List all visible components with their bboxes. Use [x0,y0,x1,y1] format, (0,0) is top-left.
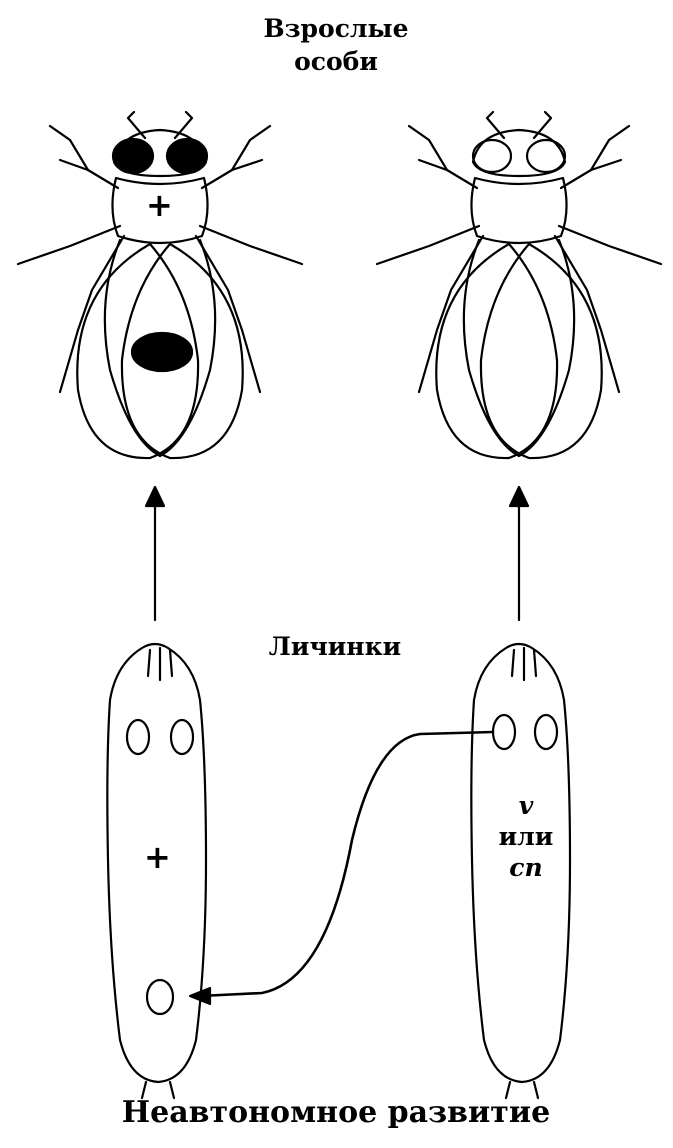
mutant-genotype-label: v или cn [486,790,566,883]
adults-label: Взрослые особи [236,12,436,78]
wild-type-fly-mark: + [146,186,173,224]
adults-label-line2: особи [236,45,436,78]
imaginal-disc-icon [535,715,557,749]
diagram-caption: Неавтономное развитие [86,1095,586,1130]
transplant-arrow-icon [190,732,493,1004]
wild-type-larva-mark: + [144,838,171,876]
arrow-up-left-icon [146,487,164,620]
mutant-fly [377,112,661,458]
adults-label-line1: Взрослые [236,12,436,45]
dark-eye-left-icon [113,139,153,173]
light-eye-left-icon [473,140,511,172]
transplanted-disc-icon [147,980,173,1014]
wild-type-fly [18,112,302,458]
larvae-label: Личинки [250,632,420,661]
imaginal-disc-icon [493,715,515,749]
genotype-cn: cn [486,852,566,883]
genotype-v: v [486,790,566,821]
imaginal-disc-icon [171,720,193,754]
dark-abdomen-spot-icon [132,333,192,371]
light-eye-right-icon [527,140,565,172]
dark-eye-right-icon [167,139,207,173]
arrow-up-right-icon [510,487,528,620]
genotype-or: или [486,821,566,852]
imaginal-disc-icon [127,720,149,754]
